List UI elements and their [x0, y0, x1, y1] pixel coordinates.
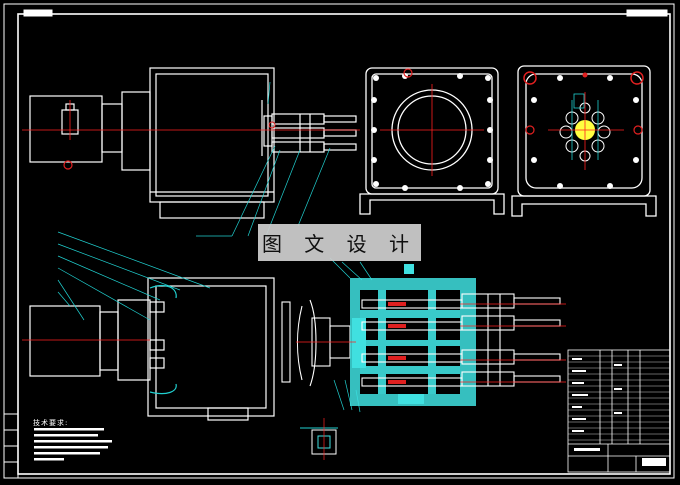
top-right-core-cluster: [548, 72, 624, 170]
side-hole-marker-left: [525, 125, 535, 135]
flange-hole-marker: [403, 68, 413, 78]
top-left-centerline: [22, 100, 360, 140]
top-left-side-view: [29, 67, 357, 219]
title-block: [567, 349, 671, 473]
corner-hole-marker-left: [523, 71, 537, 85]
bottom-left-side-view: [29, 277, 275, 421]
top-left-leaders: [196, 81, 331, 237]
title-block-rows: [568, 355, 670, 441]
top-left-hole-marker: [63, 160, 73, 170]
title-block-marks: [572, 358, 666, 466]
watermark-label: 图 文 设 计: [258, 224, 421, 261]
side-hole-marker-right: [633, 125, 643, 135]
corner-hole-marker-right: [630, 71, 644, 85]
technical-notes: [34, 428, 112, 461]
section-housing: [350, 264, 476, 406]
section-red-parts: [388, 302, 406, 384]
shaft-hole-marker: [268, 121, 276, 129]
top-middle-centerline: [380, 84, 484, 176]
bottom-left-leaders: [57, 231, 211, 321]
section-centerlines: [296, 303, 566, 383]
sheet-frame: [3, 3, 675, 479]
small-detail-view: [300, 418, 338, 460]
technical-notes-title: 技术要求:: [33, 419, 69, 427]
